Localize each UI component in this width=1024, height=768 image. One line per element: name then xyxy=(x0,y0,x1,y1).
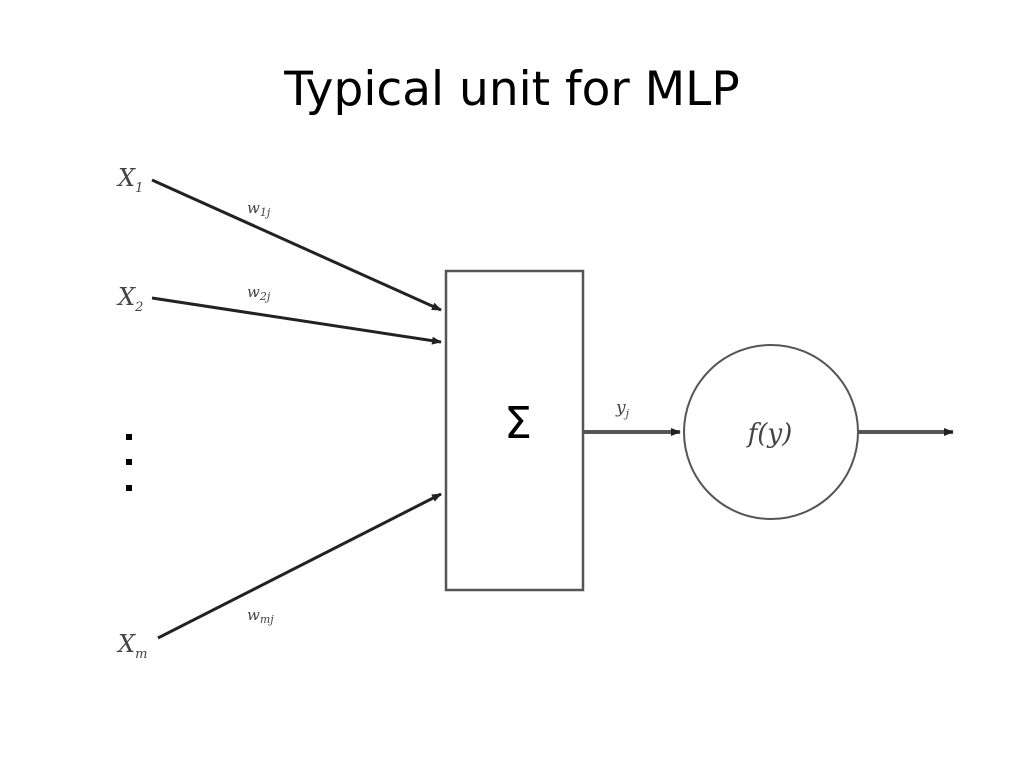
sum-output-label: yj xyxy=(615,398,630,420)
summation-box xyxy=(444,269,585,592)
activation-label: f(y) xyxy=(746,419,793,449)
weight-label-wmj: wmj xyxy=(247,606,274,626)
input-arrow-2 xyxy=(151,296,442,345)
slide-title: Typical unit for MLP xyxy=(284,62,740,117)
weight-label-w2j: w2j xyxy=(247,283,271,303)
summation-symbol: Σ xyxy=(504,398,532,449)
input-label-xm: Xm xyxy=(116,630,147,662)
input-arrow-m xyxy=(157,492,442,640)
input-label-x1: X1 xyxy=(116,164,143,196)
input-label-x2: X2 xyxy=(116,283,143,315)
weight-label-w1j: w1j xyxy=(247,199,271,219)
ellipsis-dots xyxy=(126,434,132,491)
input-arrow-1 xyxy=(151,178,442,312)
